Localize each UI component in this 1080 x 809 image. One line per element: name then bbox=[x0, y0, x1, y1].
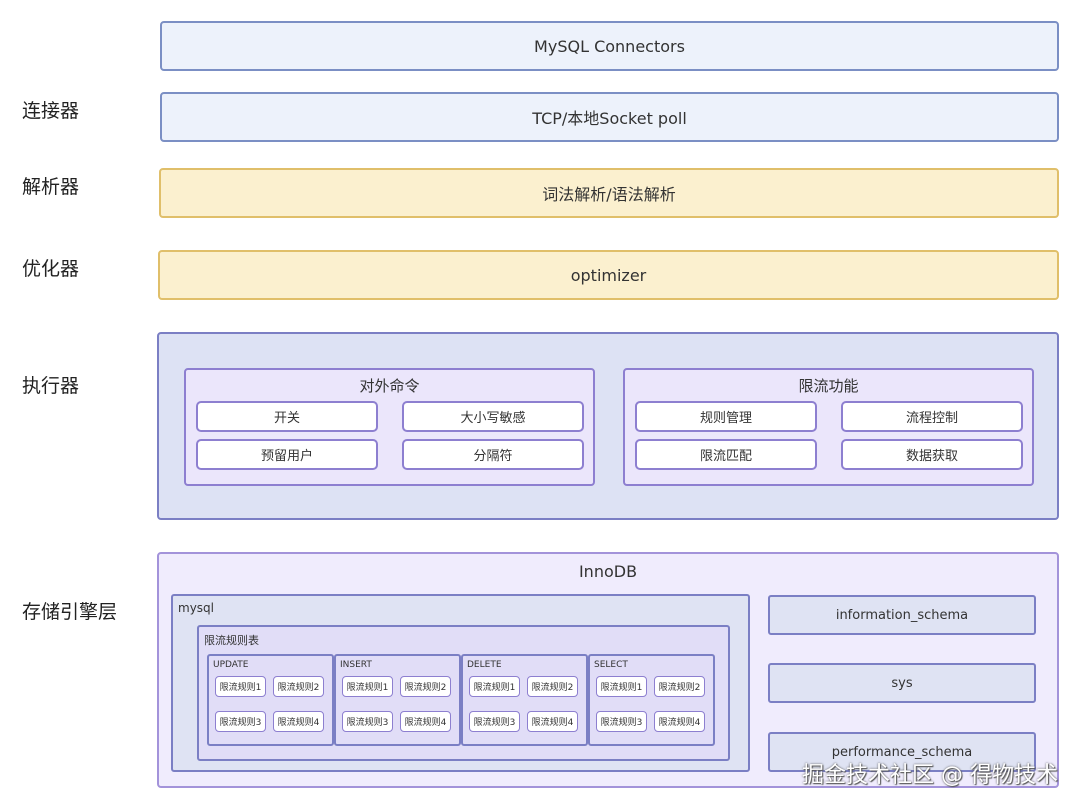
rule-box: 限流规则4 bbox=[400, 711, 451, 732]
tcp-socket-bar: TCP/本地Socket poll bbox=[160, 92, 1059, 142]
delimiter-box: 分隔符 bbox=[402, 439, 584, 470]
rule-box: 限流规则3 bbox=[469, 711, 520, 732]
case-sensitive-box: 大小写敏感 bbox=[402, 401, 584, 432]
op-select-title: SELECT bbox=[594, 660, 628, 670]
op-update-title: UPDATE bbox=[213, 660, 249, 670]
layer-label-executor: 执行器 bbox=[22, 375, 80, 397]
mysql-database: mysql 限流规则表 UPDATE 限流规则1 限流规则2 限流规则3 限流规… bbox=[171, 594, 750, 772]
rule-box: 限流规则2 bbox=[400, 676, 451, 697]
mysql-title: mysql bbox=[178, 601, 214, 615]
op-update: UPDATE 限流规则1 限流规则2 限流规则3 限流规则4 bbox=[207, 654, 334, 746]
external-commands-group: 对外命令 开关 大小写敏感 预留用户 分隔符 bbox=[184, 368, 595, 486]
parse-bar: 词法解析/语法解析 bbox=[159, 168, 1059, 218]
op-select: SELECT 限流规则1 限流规则2 限流规则3 限流规则4 bbox=[588, 654, 715, 746]
op-insert: INSERT 限流规则1 限流规则2 限流规则3 限流规则4 bbox=[334, 654, 461, 746]
rule-box: 限流规则1 bbox=[215, 676, 266, 697]
watermark: 掘金技术社区 @ 得物技术 bbox=[802, 763, 1058, 788]
rule-box: 限流规则3 bbox=[342, 711, 393, 732]
innodb-title: InnoDB bbox=[578, 562, 638, 581]
performance-schema-box: performance_schema bbox=[768, 732, 1036, 772]
rule-box: 限流规则3 bbox=[596, 711, 647, 732]
rule-box: 限流规则1 bbox=[596, 676, 647, 697]
rule-box: 限流规则2 bbox=[273, 676, 324, 697]
rate-limit-match-box: 限流匹配 bbox=[635, 439, 817, 470]
op-insert-title: INSERT bbox=[340, 660, 372, 670]
sys-box: sys bbox=[768, 663, 1036, 703]
rule-box: 限流规则2 bbox=[654, 676, 705, 697]
rule-box: 限流规则3 bbox=[215, 711, 266, 732]
rule-box: 限流规则4 bbox=[527, 711, 578, 732]
switch-box: 开关 bbox=[196, 401, 378, 432]
layer-label-optimizer: 优化器 bbox=[22, 258, 80, 280]
rule-box: 限流规则1 bbox=[342, 676, 393, 697]
rule-box: 限流规则2 bbox=[527, 676, 578, 697]
flow-control-box: 流程控制 bbox=[841, 401, 1023, 432]
external-commands-title: 对外命令 bbox=[359, 377, 420, 395]
optimizer-bar: optimizer bbox=[158, 250, 1059, 300]
rule-box: 限流规则1 bbox=[469, 676, 520, 697]
op-delete-title: DELETE bbox=[467, 660, 502, 670]
rule-box: 限流规则4 bbox=[654, 711, 705, 732]
rule-box: 限流规则4 bbox=[273, 711, 324, 732]
rule-management-box: 规则管理 bbox=[635, 401, 817, 432]
data-fetch-box: 数据获取 bbox=[841, 439, 1023, 470]
layer-label-storage: 存储引擎层 bbox=[22, 601, 118, 623]
rate-limit-rules-table: 限流规则表 UPDATE 限流规则1 限流规则2 限流规则3 限流规则4 INS… bbox=[197, 625, 730, 761]
rules-table-title: 限流规则表 bbox=[204, 634, 259, 647]
layer-label-connector: 连接器 bbox=[22, 100, 80, 122]
op-delete: DELETE 限流规则1 限流规则2 限流规则3 限流规则4 bbox=[461, 654, 588, 746]
reserved-user-box: 预留用户 bbox=[196, 439, 378, 470]
information-schema-box: information_schema bbox=[768, 595, 1036, 635]
mysql-connectors-bar: MySQL Connectors bbox=[160, 21, 1059, 71]
executor-panel: 对外命令 开关 大小写敏感 预留用户 分隔符 限流功能 规则管理 流程控制 限流… bbox=[157, 332, 1059, 520]
innodb-panel: InnoDB mysql 限流规则表 UPDATE 限流规则1 限流规则2 限流… bbox=[157, 552, 1059, 788]
rate-limit-group: 限流功能 规则管理 流程控制 限流匹配 数据获取 bbox=[623, 368, 1034, 486]
layer-label-parser: 解析器 bbox=[22, 176, 80, 198]
rate-limit-title: 限流功能 bbox=[798, 377, 859, 395]
